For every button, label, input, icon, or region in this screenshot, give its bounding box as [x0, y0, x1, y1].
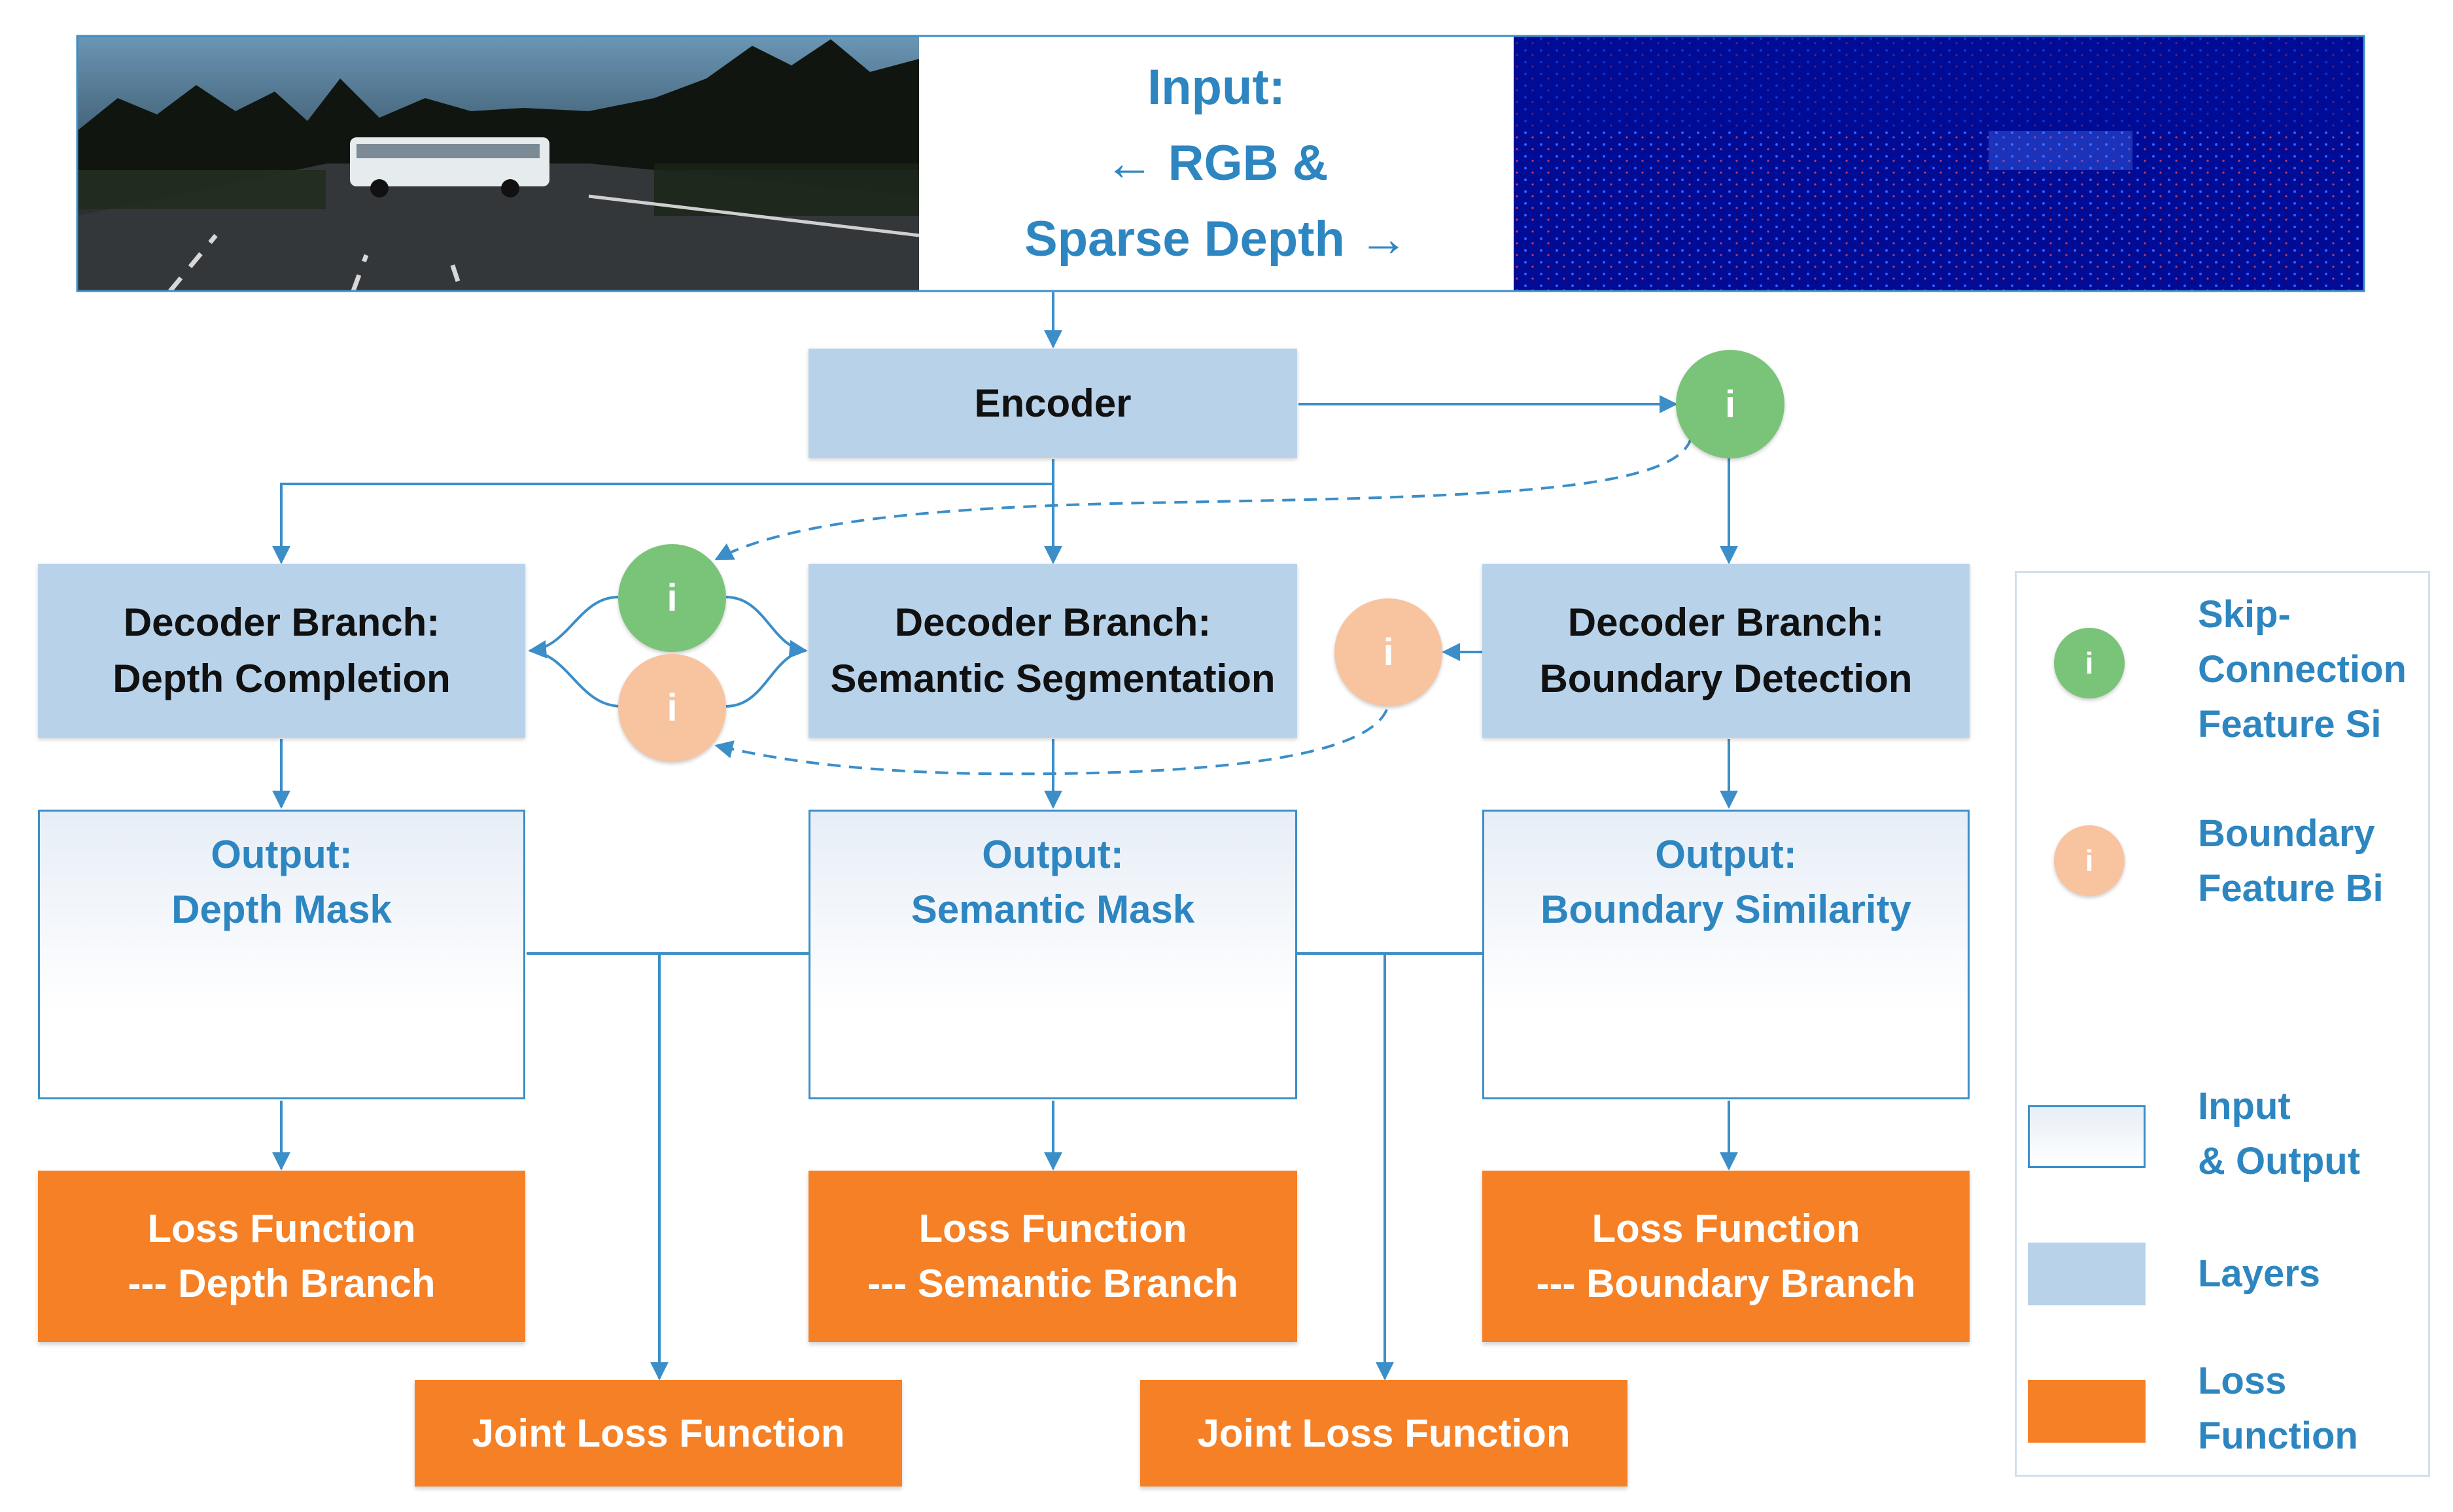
encoder-label: Encoder — [974, 381, 1132, 425]
boundary-feature-depth-icon: i — [618, 654, 726, 762]
output-depth-title: Output: Depth Mask — [40, 812, 523, 952]
legend-boundary-label: Boundary Feature Bi — [2198, 806, 2384, 916]
skip-marker-2: i — [667, 577, 678, 619]
loss-depth-line1: Loss Function — [147, 1207, 416, 1250]
skip-marker-4: i — [1383, 631, 1394, 674]
output-semantic-mask: Output: Semantic Mask — [809, 810, 1297, 1099]
output-boundary-line1: Output: — [1655, 832, 1797, 876]
output-depth-line2: Depth Mask — [171, 887, 392, 931]
encoder-layer: Encoder — [809, 349, 1297, 458]
input-label-panel: Input: ← RGB & Sparse Depth → — [919, 37, 1514, 290]
legend-skip-line2: Connection — [2198, 648, 2407, 691]
output-semantic-title: Output: Semantic Mask — [810, 812, 1295, 952]
input-sparse-depth-label: Sparse Depth → — [1024, 211, 1409, 267]
loss-boundary-line2: --- Boundary Branch — [1536, 1262, 1916, 1305]
output-boundary-title: Output: Boundary Similarity — [1484, 812, 1968, 952]
legend-io-line1: Input — [2198, 1085, 2291, 1127]
joint-loss-left-label: Joint Loss Function — [472, 1411, 845, 1455]
output-depth-mask: Output: Depth Mask — [38, 810, 525, 1099]
legend-panel — [2015, 571, 2430, 1477]
loss-semantic-line1: Loss Function — [918, 1207, 1187, 1250]
loss-boundary-line1: Loss Function — [1592, 1207, 1860, 1250]
rgb-input-image — [77, 36, 920, 293]
legend-skip-label: Skip- Connection Feature Si — [2198, 587, 2407, 752]
legend-boundary-icon: i — [2054, 825, 2125, 896]
joint-loss-right: Joint Loss Function — [1140, 1380, 1627, 1486]
output-depth-line1: Output: — [211, 832, 353, 876]
loss-depth-line2: --- Depth Branch — [128, 1262, 436, 1305]
decoder-boundary-line2: Boundary Detection — [1539, 657, 1913, 700]
legend-skip-marker: i — [2085, 646, 2094, 680]
input-rgb-label: ← RGB & — [1104, 135, 1329, 191]
loss-boundary-branch: Loss Function --- Boundary Branch — [1482, 1171, 1970, 1342]
legend-loss-line2: Function — [2198, 1415, 2358, 1457]
output-boundary-line2: Boundary Similarity — [1540, 887, 1911, 931]
legend-boundary-line2: Feature Bi — [2198, 867, 2384, 910]
decoder-boundary-detection: Decoder Branch: Boundary Detection — [1482, 564, 1970, 738]
legend-layers-label: Layers — [2198, 1252, 2321, 1295]
skip-marker-3: i — [667, 687, 678, 729]
decoder-boundary-line1: Decoder Branch: — [1567, 600, 1885, 644]
output-boundary-similarity: Output: Boundary Similarity — [1482, 810, 1970, 1099]
input-title: Input: — [1147, 60, 1285, 115]
decoder-semantic-segmentation: Decoder Branch: Semantic Segmentation — [809, 564, 1297, 738]
decoder-semantic-line1: Decoder Branch: — [894, 600, 1211, 644]
output-semantic-line2: Semantic Mask — [911, 887, 1195, 931]
loss-semantic-line2: --- Semantic Branch — [867, 1262, 1238, 1305]
decoder-semantic-line2: Semantic Segmentation — [830, 657, 1276, 700]
decoder-depth-completion: Decoder Branch: Depth Completion — [38, 564, 525, 738]
legend-io-swatch — [2028, 1105, 2146, 1168]
sparse-depth-image — [1514, 36, 2364, 291]
skip-feature-decoder-icon: i — [618, 544, 726, 652]
decoder-depth-line2: Depth Completion — [113, 657, 451, 700]
legend-io-line2: & Output — [2198, 1140, 2361, 1182]
output-semantic-line1: Output: — [982, 832, 1124, 876]
skip-marker-1: i — [1724, 383, 1736, 426]
legend-loss-line1: Loss — [2198, 1360, 2287, 1402]
boundary-feature-out-icon: i — [1334, 598, 1442, 706]
legend-skip-line1: Skip- — [2198, 593, 2291, 636]
legend-loss-swatch — [2028, 1380, 2146, 1443]
decoder-depth-line1: Decoder Branch: — [123, 600, 440, 644]
joint-loss-right-label: Joint Loss Function — [1197, 1411, 1571, 1455]
legend-skip-line3: Feature Si — [2198, 703, 2382, 746]
legend-io-label: Input & Output — [2198, 1079, 2360, 1189]
legend-boundary-marker: i — [2085, 844, 2094, 878]
skip-feature-encoder-icon: i — [1676, 350, 1784, 458]
legend-layers-swatch — [2028, 1243, 2146, 1305]
legend-loss-label: Loss Function — [2198, 1354, 2358, 1464]
legend-skip-icon: i — [2054, 628, 2125, 698]
joint-loss-left: Joint Loss Function — [415, 1380, 902, 1486]
loss-depth-branch: Loss Function --- Depth Branch — [38, 1171, 525, 1342]
dashed-connectors — [714, 438, 1692, 776]
legend-boundary-line1: Boundary — [2198, 812, 2375, 855]
loss-semantic-branch: Loss Function --- Semantic Branch — [809, 1171, 1297, 1342]
